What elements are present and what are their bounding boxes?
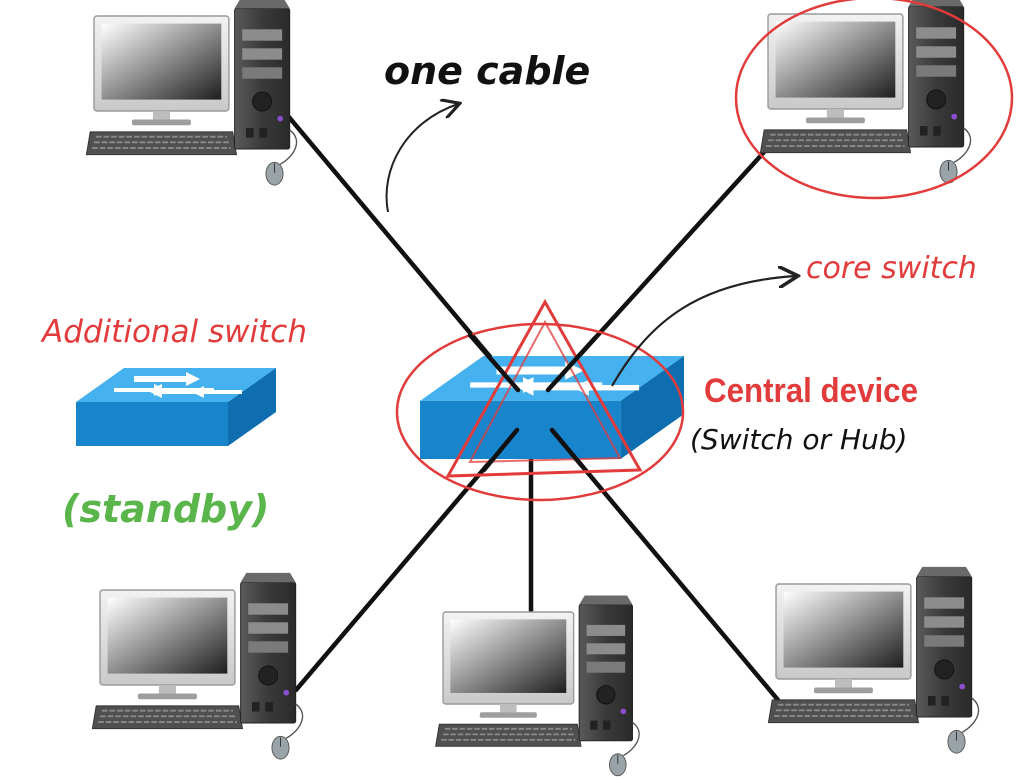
computer-icon-top-right bbox=[759, 0, 972, 185]
additional-switch-label: Additional switch bbox=[40, 314, 307, 350]
central-highlight-triangle bbox=[445, 298, 643, 478]
central-highlight-triangle-inner bbox=[468, 319, 622, 464]
computer-icon-bottom-right bbox=[767, 565, 980, 755]
arrow-core-switch bbox=[611, 276, 796, 387]
arrow-one-cable bbox=[385, 104, 458, 213]
standby-label: (standby) bbox=[62, 487, 269, 531]
central-highlight-ellipse bbox=[395, 322, 685, 502]
central-switch-icon bbox=[420, 356, 684, 459]
core-switch-label: core switch bbox=[806, 251, 977, 286]
highlight-circle-top-right bbox=[734, 0, 1014, 200]
computer-icon-bottom-left bbox=[91, 571, 304, 761]
central-device-label: Central device bbox=[704, 372, 918, 410]
additional-switch-icon bbox=[76, 368, 276, 446]
central-device-sublabel: (Switch or Hub) bbox=[690, 423, 907, 456]
computer-icon-bottom-center bbox=[434, 594, 641, 777]
computer-icon-top-left bbox=[85, 0, 298, 187]
cable-bottom-left bbox=[293, 427, 520, 693]
cable-bottom-right bbox=[549, 427, 781, 703]
one-cable-label: one cable bbox=[384, 49, 590, 93]
